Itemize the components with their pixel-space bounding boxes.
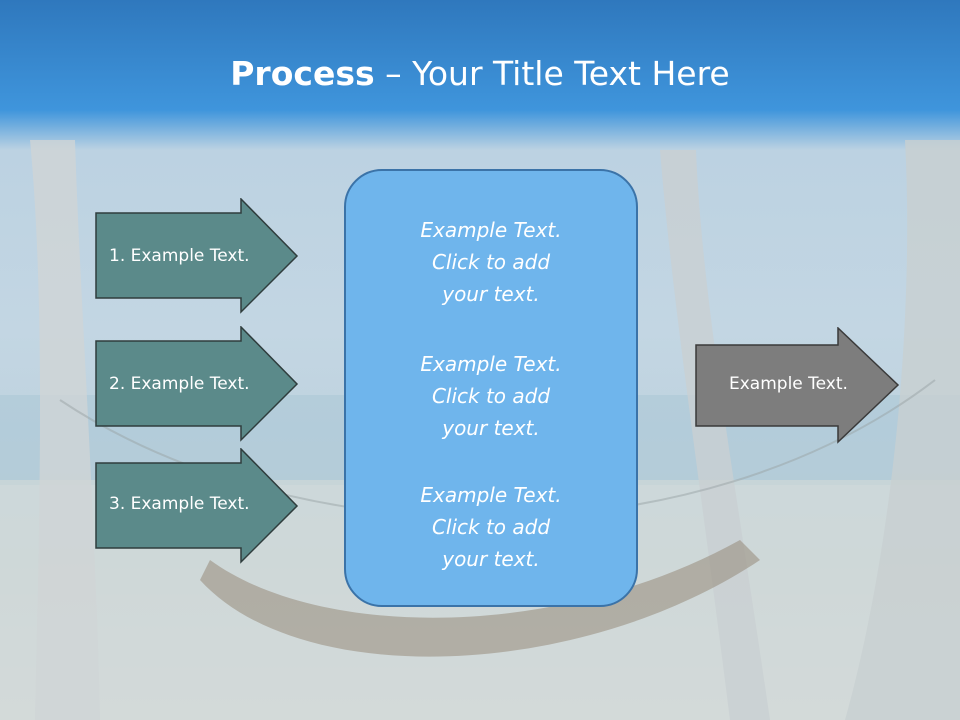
content-panel[interactable]: Example Text. Click to add your text. Ex… xyxy=(344,169,638,607)
panel-block-2-line-2: Click to add xyxy=(431,384,551,408)
step-arrow-3[interactable]: 3. Example Text. xyxy=(95,447,299,564)
panel-text-block-3: Example Text. Click to add your text. xyxy=(346,479,636,575)
panel-block-3-line-2: Click to add xyxy=(431,515,551,539)
step-label-1: 1. Example Text. xyxy=(109,246,250,266)
arrow-shape-2 xyxy=(95,325,299,442)
title-rest: – Your Title Text Here xyxy=(374,54,730,93)
panel-block-3-line-3: your text. xyxy=(442,547,540,571)
step-arrow-2[interactable]: 2. Example Text. xyxy=(95,325,299,442)
panel-block-2-line-3: your text. xyxy=(442,416,540,440)
panel-block-1-line-1: Example Text. xyxy=(420,218,562,242)
panel-block-3-line-1: Example Text. xyxy=(420,483,562,507)
slide-title[interactable]: Process – Your Title Text Here xyxy=(0,52,960,96)
arrow-shape-3 xyxy=(95,447,299,564)
output-arrow[interactable]: Example Text. xyxy=(695,326,900,444)
output-arrow-shape xyxy=(695,326,900,444)
step-label-2: 2. Example Text. xyxy=(109,374,250,394)
output-label: Example Text. xyxy=(729,374,848,394)
arrow-shape-1 xyxy=(95,197,299,314)
step-label-3: 3. Example Text. xyxy=(109,494,250,514)
title-bold: Process xyxy=(230,54,375,93)
panel-block-1-line-2: Click to add xyxy=(431,250,551,274)
step-arrow-1[interactable]: 1. Example Text. xyxy=(95,197,299,314)
panel-block-2-line-1: Example Text. xyxy=(420,352,562,376)
panel-block-1-line-3: your text. xyxy=(442,282,540,306)
panel-text-block-1: Example Text. Click to add your text. xyxy=(346,214,636,310)
panel-text-block-2: Example Text. Click to add your text. xyxy=(346,348,636,444)
